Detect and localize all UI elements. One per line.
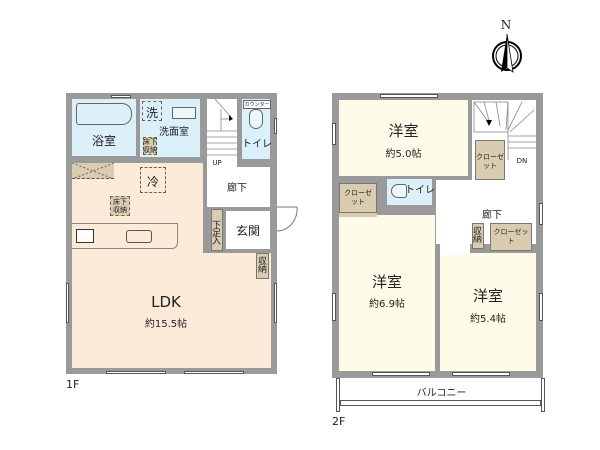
- wash-label: 洗: [145, 106, 158, 120]
- storage-2f-label: 収納: [471, 226, 481, 242]
- toilet-2f-label: トイレ: [405, 185, 435, 196]
- western-room-2: 洋室 約6.9帖: [339, 215, 435, 371]
- underfloor-storage-label: 床下収納: [143, 138, 157, 154]
- closet-3: クローゼット: [490, 223, 532, 251]
- fridge: [140, 167, 166, 193]
- closet3-label: クローゼット: [493, 228, 529, 245]
- kitchen-pantry: [71, 162, 115, 180]
- ldk-storage: 収納: [256, 253, 269, 279]
- room3-label: 洋室: [472, 287, 503, 305]
- ldk-storage-label: 収納: [256, 256, 266, 272]
- kitchen-sink-icon: [126, 230, 152, 243]
- bath-label: 浴室: [91, 134, 116, 148]
- western-room-3: 洋室 約5.4帖: [440, 253, 536, 371]
- room2-label: 洋室: [371, 273, 402, 291]
- room3-area: 約5.4帖: [470, 314, 506, 325]
- washroom: 洗 洗面室 床下収納: [140, 99, 200, 157]
- hallway-2f-label: 廊下: [482, 210, 502, 221]
- underfloor-storage-2-label: 床下収納: [113, 198, 127, 214]
- floor-1-plan: 浴室 洗 洗面室 床下収納 UP カウンター トイレ 廊下: [66, 93, 277, 374]
- north-compass: N: [488, 18, 528, 74]
- hallway-1f: 廊下: [207, 167, 270, 207]
- ldk-room-lower: [72, 253, 258, 368]
- room1-area: 約5.0帖: [385, 149, 422, 160]
- entrance: 玄関: [226, 211, 270, 249]
- ldk-area: 約15.5帖: [144, 319, 188, 330]
- kitchen-counter: [72, 223, 178, 249]
- storage-2f: 収納: [471, 223, 484, 249]
- stove-icon: [76, 229, 94, 243]
- stairs-down: DN: [472, 100, 536, 168]
- room2-area: 約6.9帖: [369, 299, 405, 310]
- closet2-label: クローゼット: [344, 189, 372, 206]
- fridge-label: 冷: [146, 175, 159, 189]
- hallway-label: 廊下: [227, 183, 247, 194]
- north-label: N: [500, 18, 512, 32]
- compass-icon: [492, 33, 522, 73]
- toilet-icon: [249, 109, 263, 129]
- toilet-1f: カウンター トイレ: [242, 99, 272, 159]
- ldk-label: LDK: [151, 293, 181, 311]
- shoe-storage: 下足入: [210, 209, 223, 251]
- western-room-1: 洋室 約5.0帖: [339, 100, 468, 176]
- entrance-label: 玄関: [235, 224, 260, 238]
- entrance-door: [277, 206, 298, 232]
- washroom-label: 洗面室: [159, 127, 189, 138]
- closet-1: クローゼット: [475, 140, 505, 180]
- toilet-label: トイレ: [242, 139, 272, 150]
- closet1-label: クローゼット: [476, 153, 504, 170]
- stairs-up: UP: [207, 99, 237, 167]
- bath-room: 浴室: [72, 99, 136, 156]
- shoe-storage-label: 下足入: [210, 220, 220, 244]
- floor-1-label: 1F: [66, 378, 80, 391]
- toilet-2f-icon: [391, 184, 407, 198]
- balcony-label: バルコニー: [416, 388, 467, 399]
- closet-2: クローゼット: [339, 183, 377, 213]
- sink-icon: [172, 107, 196, 119]
- balcony: バルコニー: [332, 378, 545, 412]
- stairs-up-label: UP: [212, 159, 222, 167]
- room1-label: 洋室: [388, 122, 419, 140]
- floor-2-label: 2F: [332, 415, 346, 428]
- bathtub: [76, 103, 132, 125]
- stairs-down-label: DN: [516, 157, 528, 165]
- toilet-2f: トイレ: [387, 179, 435, 205]
- counter-label: カウンター: [243, 100, 271, 109]
- floor-2-plan: 洋室 約5.0帖 DN クローゼット クローゼット トイレ 廊下: [332, 93, 543, 378]
